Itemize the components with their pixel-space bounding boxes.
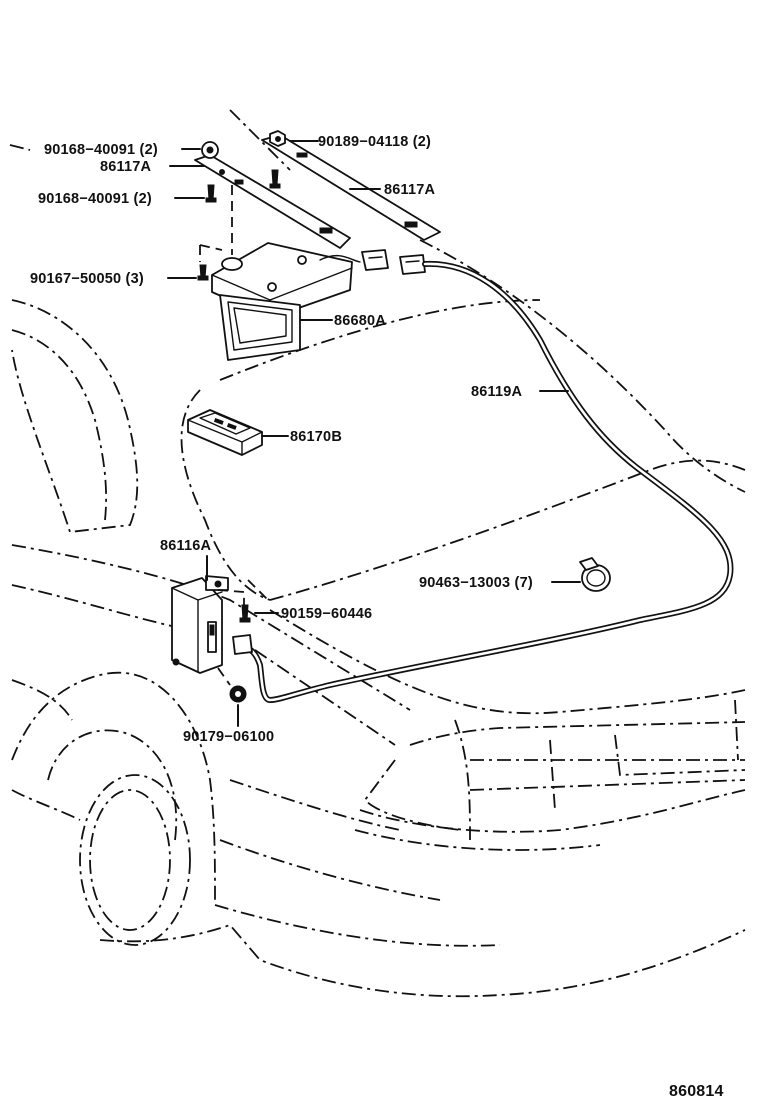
label-90168-40091-top: 90168−40091 (2) bbox=[44, 142, 158, 158]
connector-86119A-end bbox=[399, 254, 426, 275]
screw-90159-icon bbox=[239, 604, 251, 623]
car-body-outline bbox=[9, 109, 746, 998]
control-unit-86116A bbox=[171, 575, 229, 674]
label-86117A-right: 86117A bbox=[384, 182, 436, 198]
label-90159-60446: 90159−60446 bbox=[281, 606, 372, 622]
receiver-86680A bbox=[211, 242, 361, 361]
connector-86680A-plug bbox=[361, 249, 389, 271]
label-86117A-left: 86117A bbox=[100, 159, 152, 175]
label-90463-13003: 90463−13003 (7) bbox=[419, 575, 533, 591]
nut-90179-icon bbox=[229, 685, 247, 703]
connector-86119A-lower bbox=[232, 634, 253, 655]
leader-lines bbox=[167, 140, 581, 727]
label-86170B: 86170B bbox=[290, 429, 342, 445]
label-86119A: 86119A bbox=[471, 384, 523, 400]
label-90167-50050: 90167−50050 (3) bbox=[30, 271, 144, 287]
transmitter-86170B bbox=[187, 409, 263, 456]
nut-90189-icon bbox=[269, 130, 286, 147]
label-86116A: 86116A bbox=[160, 538, 212, 554]
label-90189-04118: 90189−04118 (2) bbox=[318, 134, 431, 150]
clamp-90463-icon bbox=[579, 557, 611, 592]
bolt-90168-icon bbox=[205, 184, 217, 203]
label-90179-06100: 90179−06100 bbox=[183, 729, 274, 745]
bolt-center-icon bbox=[269, 169, 281, 189]
figure-code: 860814 bbox=[669, 1083, 724, 1100]
label-90168-40091-bottom: 90168−40091 (2) bbox=[38, 191, 152, 207]
assembly-guide-lines bbox=[199, 185, 269, 686]
cable-86119A bbox=[242, 260, 734, 704]
label-86680A: 86680A bbox=[334, 313, 386, 329]
bolt-90167-icon bbox=[197, 264, 209, 281]
nut-90168-icon bbox=[201, 141, 219, 159]
